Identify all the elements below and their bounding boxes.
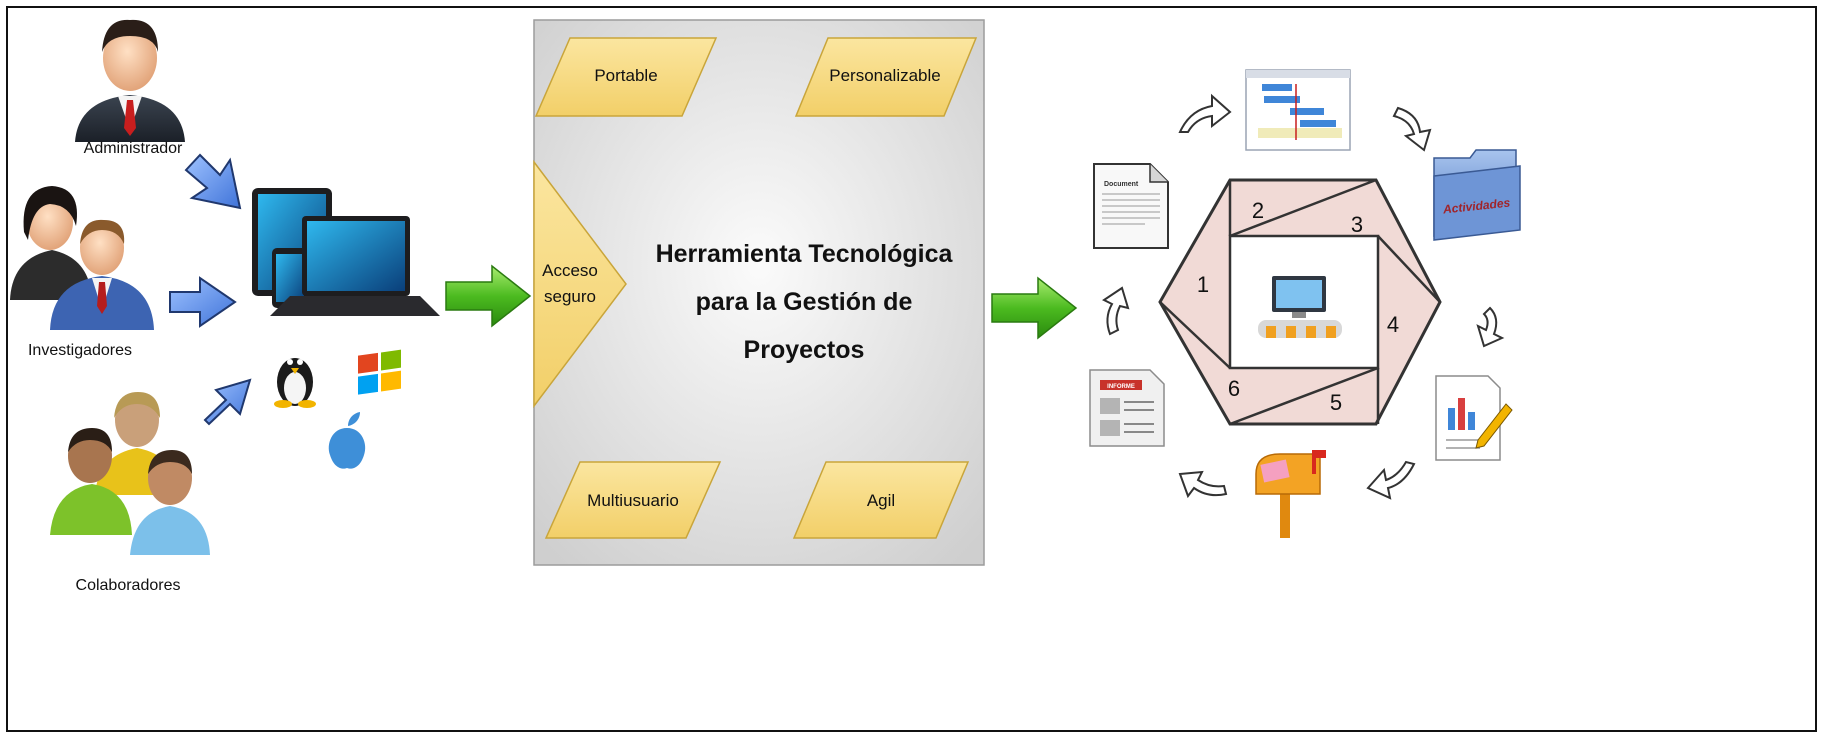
feature-portable: Portable — [594, 66, 657, 85]
cycle-step-2: 2 — [1252, 198, 1264, 223]
chart-report-icon — [1435, 375, 1513, 461]
cycle-arrow-1 — [1178, 93, 1232, 133]
user-label-administrator: Administrador — [84, 140, 183, 157]
feature-customizable: Personalizable — [829, 66, 941, 85]
administrator-icon — [75, 19, 185, 142]
feature-portable-shape — [534, 37, 718, 117]
tool-title-line2: para la Gestión de — [696, 288, 913, 316]
cycle-arrow-4 — [1366, 460, 1416, 500]
cycle-step-6: 6 — [1228, 376, 1240, 401]
cycle-step-5: 5 — [1330, 390, 1342, 415]
devices-icon — [252, 188, 440, 316]
document-icon — [1093, 163, 1169, 249]
access-line2: seguro — [544, 287, 596, 306]
mailbox-icon — [1255, 450, 1326, 538]
arrow-collaborators-to-devices — [203, 378, 252, 426]
cycle-arrow-5 — [1178, 470, 1228, 499]
report-icon-label: INFORME — [1107, 384, 1135, 390]
arrow-tool-to-cycle — [991, 276, 1078, 340]
arrow-admin-to-devices — [184, 153, 242, 210]
tool-title-line3: Proyectos — [744, 336, 865, 364]
apple-icon — [328, 412, 366, 469]
feature-customizable-shape — [794, 37, 978, 117]
user-label-investigators: Investigadores — [28, 342, 132, 359]
collaborators-icon — [50, 392, 210, 555]
cycle-step-3: 3 — [1351, 212, 1363, 237]
activities-folder-icon — [1433, 149, 1521, 241]
diagram-frame — [6, 6, 1817, 732]
cycle-step-1: 1 — [1197, 272, 1209, 297]
cycle-arrow-2 — [1392, 106, 1432, 152]
linux-icon — [274, 358, 316, 408]
arrow-devices-to-tool — [445, 264, 532, 328]
windows-icon — [358, 349, 401, 395]
tool-title-line1: Herramienta Tecnológica — [656, 240, 954, 268]
investigators-icon — [10, 186, 154, 330]
feature-multiuser: Multiusuario — [587, 491, 679, 510]
gantt-chart-icon — [1245, 69, 1351, 151]
report-icon — [1089, 369, 1165, 447]
arrow-investigators-to-devices — [169, 276, 237, 328]
access-shape — [533, 159, 627, 409]
access-line1: Acceso — [542, 261, 598, 280]
cycle-arrow-3 — [1476, 306, 1505, 348]
feature-multiuser-shape — [544, 461, 722, 539]
feature-agile: Agil — [867, 491, 895, 510]
cycle-arrow-6 — [1102, 286, 1130, 336]
user-label-collaborators: Colaboradores — [76, 577, 181, 594]
cycle-step-4: 4 — [1387, 312, 1399, 337]
document-title: Document — [1104, 181, 1139, 188]
network-computers-icon — [1258, 276, 1342, 338]
feature-agile-shape — [792, 461, 970, 539]
